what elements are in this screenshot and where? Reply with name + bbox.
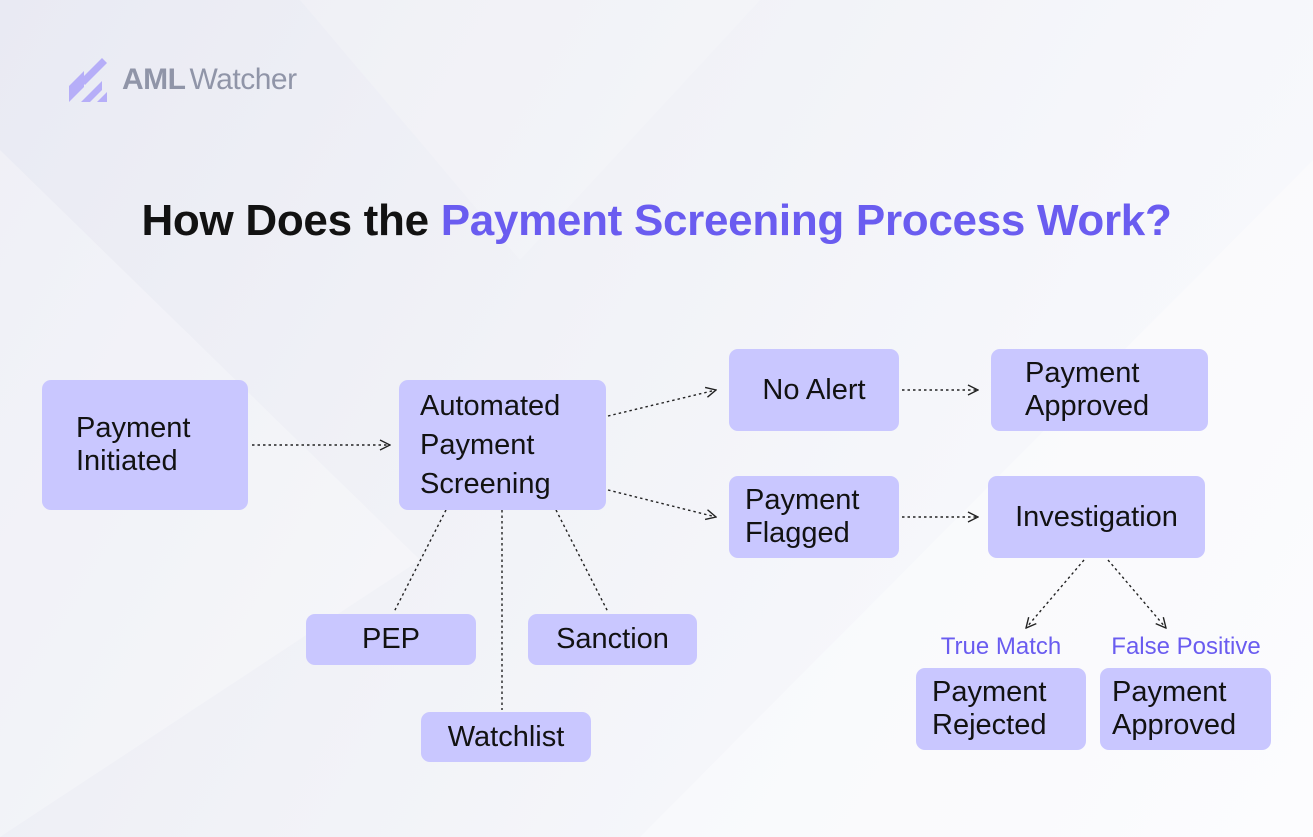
connector-investigation-to-rejected (1026, 559, 1085, 628)
node-automated-screening-line2: Payment (420, 428, 535, 461)
page-title: How Does the Payment Screening Process W… (0, 196, 1313, 246)
node-automated-screening-line3: Screening (420, 467, 551, 500)
node-watchlist: Watchlist (421, 712, 591, 762)
node-payment-approved-top-line1: Payment (1025, 357, 1140, 389)
node-pep: PEP (306, 614, 476, 665)
connector-screening-to-sanction (555, 509, 609, 613)
node-no-alert: No Alert (729, 349, 899, 431)
node-payment-flagged-line2: Flagged (745, 517, 850, 549)
connector-investigation-to-approved (1107, 559, 1166, 628)
node-no-alert-label: No Alert (762, 373, 866, 406)
node-payment-flagged-line1: Payment (745, 484, 860, 516)
node-sanction: Sanction (528, 614, 697, 665)
node-payment-flagged: Payment Flagged (729, 476, 899, 558)
brand-name-bold: AML (122, 63, 186, 96)
node-payment-approved-top: Payment Approved (991, 349, 1208, 431)
label-true-match: True Match (940, 633, 1062, 660)
node-watchlist-label: Watchlist (447, 720, 565, 753)
node-payment-rejected: Payment Rejected (916, 668, 1086, 750)
brand-name-regular: Watcher (189, 63, 297, 96)
node-investigation: Investigation (988, 476, 1205, 558)
node-payment-rejected-line2: Rejected (932, 709, 1047, 741)
node-payment-initiated: Payment Initiated (42, 380, 248, 510)
node-payment-approved-bottom-line1: Payment (1112, 676, 1227, 708)
label-false-positive: False Positive (1111, 633, 1261, 660)
node-payment-approved-bottom: Payment Approved (1100, 668, 1271, 750)
node-sanction-label: Sanction (556, 623, 669, 655)
connector-screening-to-pep (393, 509, 447, 613)
connector-screening-to-no-alert (607, 390, 716, 417)
node-pep-label: PEP (361, 623, 421, 655)
node-investigation-label: Investigation (1015, 500, 1178, 533)
node-payment-initiated-line1: Payment (76, 412, 191, 444)
node-payment-initiated-line2: Initiated (76, 445, 178, 477)
node-payment-rejected-line1: Payment (932, 676, 1047, 708)
node-automated-screening-line1: Automated (420, 389, 561, 422)
node-automated-payment-screening: Automated Payment Screening (399, 380, 606, 510)
node-payment-approved-top-line2: Approved (1025, 390, 1150, 422)
title-prefix: How Does the (141, 196, 441, 245)
connector-screening-to-flagged (607, 489, 716, 517)
striped-logo-icon (69, 58, 107, 102)
title-highlight: Payment Screening Process Work? (440, 196, 1172, 245)
node-payment-approved-bottom-line2: Approved (1112, 709, 1237, 741)
